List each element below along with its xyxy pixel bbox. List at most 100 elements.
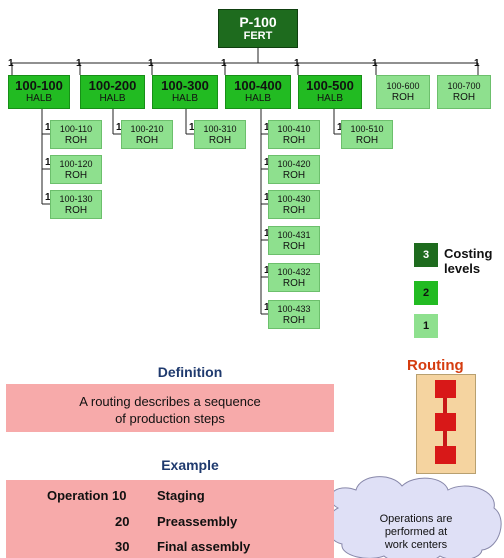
quantity-label: 1 [264,192,270,203]
node-100-130[interactable]: 100-130 ROH [50,190,102,219]
node-code: 100-410 [277,123,311,134]
node-type: ROH [64,204,88,216]
definition-text-line: A routing describes a sequence [79,394,261,409]
node-100-433[interactable]: 100-433 ROH [268,300,320,329]
quantity-label: 1 [264,265,270,276]
operation-step: Preassembly [157,514,238,529]
node-type: HALB [25,93,53,104]
quantity-label: 1 [189,122,195,133]
node-type: ROH [282,277,306,289]
node-type: ROH [282,314,306,326]
operation-step: Staging [157,488,205,503]
quantity-label: 1 [264,157,270,168]
definition-heading: Definition [157,364,223,380]
quantity-label: 1 [148,58,154,69]
node-type: HALB [244,93,272,104]
node-100-310[interactable]: 100-310 ROH [194,120,246,149]
node-code: 100-210 [130,123,164,134]
node-code: 100-120 [59,158,93,169]
node-100-120[interactable]: 100-120 ROH [50,155,102,184]
quantity-label: 1 [337,122,343,133]
node-type: ROH [282,240,306,252]
node-code: P-100 [239,14,277,30]
node-code: 100-310 [203,123,237,134]
node-type: ROH [282,134,306,146]
node-code: 100-300 [161,78,209,93]
operation-step: Final assembly [157,539,251,554]
node-code: 100-431 [277,229,311,240]
node-100-420[interactable]: 100-420 ROH [268,155,320,184]
node-100-300[interactable]: 100-300 HALB [152,75,218,109]
node-type: ROH [135,134,159,146]
node-code: 100-430 [277,193,311,204]
routing-flow-graphic [435,380,456,464]
quantity-label: 1 [45,157,51,168]
quantity-label: 1 [294,58,300,69]
legend-level-2-swatch: 2 [414,281,438,305]
node-type: ROH [282,204,306,216]
quantity-label: 1 [221,58,227,69]
legend-level-value: 2 [422,287,430,299]
node-100-200[interactable]: 100-200 HALB [80,75,145,109]
legend-level-value: 3 [422,249,430,261]
operation-number: 20 [115,514,130,529]
node-type: HALB [171,93,199,104]
node-code: 100-100 [15,78,63,93]
node-type: ROH [208,134,232,146]
node-code: 100-510 [350,123,384,134]
definition-box: A routing describes a sequence of produc… [6,384,334,432]
quantity-label: 1 [264,228,270,239]
node-100-210[interactable]: 100-210 ROH [121,120,173,149]
node-100-500[interactable]: 100-500 HALB [298,75,362,109]
node-type: HALB [316,93,344,104]
node-code: 100-110 [59,123,93,134]
node-100-600[interactable]: 100-600 ROH [376,75,430,109]
node-type: ROH [452,92,476,103]
node-type: HALB [99,93,126,104]
node-code: 100-130 [59,193,93,204]
node-code: 100-400 [234,78,282,93]
cloud-text-line: performed at [384,526,448,538]
node-code: 100-420 [277,158,311,169]
node-code: 100-700 [447,81,481,91]
legend-level-1-swatch: 1 [414,314,438,338]
node-code: 100-200 [88,78,137,93]
quantity-label: 1 [264,122,270,133]
definition-text-line: of production steps [115,411,225,426]
legend-level-3-swatch: 3 [414,243,438,267]
legend-title: Costing levels [444,246,492,276]
cloud-text-line: Operations are [379,513,453,525]
node-p-100[interactable]: P-100 FERT [218,9,298,48]
node-code: 100-500 [306,78,354,93]
routing-title: Routing [407,357,464,374]
node-100-510[interactable]: 100-510 ROH [341,120,393,149]
node-100-100[interactable]: 100-100 HALB [8,75,70,109]
example-heading: Example [161,457,219,473]
node-100-430[interactable]: 100-430 ROH [268,190,320,219]
quantity-label: 1 [474,58,480,69]
quantity-label: 1 [76,58,82,69]
cloud-text-line: work centers [384,539,448,551]
node-100-410[interactable]: 100-410 ROH [268,120,320,149]
legend-level-value: 1 [422,320,430,332]
node-100-110[interactable]: 100-110 ROH [50,120,102,149]
node-100-432[interactable]: 100-432 ROH [268,263,320,292]
example-box [6,480,334,558]
node-100-431[interactable]: 100-431 ROH [268,226,320,255]
node-code: 100-432 [277,266,311,277]
quantity-label: 1 [45,192,51,203]
quantity-label: 1 [264,302,270,313]
node-type: FERT [243,30,273,42]
node-type: ROH [355,134,379,146]
legend-title-line: levels [444,261,481,276]
operation-number: Operation 10 [47,488,127,503]
quantity-label: 1 [116,122,122,133]
node-code: 100-433 [277,303,311,314]
node-100-400[interactable]: 100-400 HALB [225,75,291,109]
quantity-label: 1 [45,122,51,133]
legend-title-line: Costing [444,246,493,261]
cloud-text: Operations are performed at work centers [356,513,476,552]
node-code: 100-600 [386,81,420,91]
node-100-700[interactable]: 100-700 ROH [437,75,491,109]
